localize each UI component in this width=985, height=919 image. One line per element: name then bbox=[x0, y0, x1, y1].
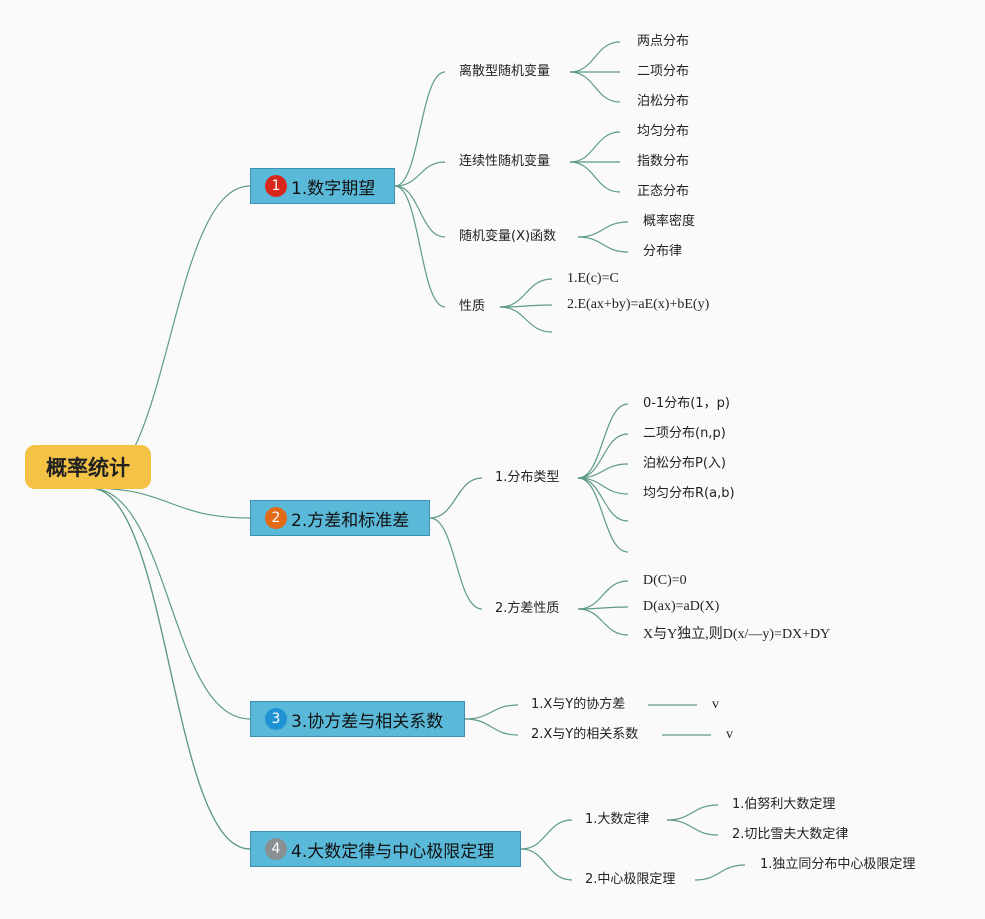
leaf-probability-density[interactable]: 概率密度 bbox=[643, 214, 696, 229]
badge-3-icon: 3 bbox=[265, 708, 287, 730]
leaf-variance-prop-3[interactable]: X与Y独立,则D(x/—y)=DX+DY bbox=[643, 627, 831, 642]
connector-edge bbox=[577, 236, 629, 253]
topic-expectation[interactable]: 1 1.数字期望 bbox=[250, 168, 395, 204]
node-expectation-properties[interactable]: 性质 bbox=[459, 299, 486, 314]
node-continuous-rv[interactable]: 连续性随机变量 bbox=[459, 154, 551, 169]
leaf-binomial-dist[interactable]: 二项分布 bbox=[637, 64, 690, 79]
connector-edge bbox=[577, 221, 629, 238]
leaf-iid-clt[interactable]: 1.独立同分布中心极限定理 bbox=[760, 857, 916, 872]
connector-edge bbox=[569, 71, 621, 103]
leaf-uniform-dist[interactable]: 均匀分布 bbox=[637, 124, 690, 139]
leaf-variance-prop-2[interactable]: D(ax)=aD(X) bbox=[643, 599, 720, 614]
connector-edge bbox=[520, 848, 573, 881]
topic-limit-theorems-label: 4.大数定律与中心极限定理 bbox=[291, 841, 495, 862]
connector-edge bbox=[577, 477, 629, 553]
leaf-expectation-prop-1[interactable]: 1.E(c)=C bbox=[567, 271, 619, 286]
connector-edge bbox=[499, 278, 553, 308]
connector-edge bbox=[394, 185, 446, 238]
leaf-covariance-v[interactable]: v bbox=[712, 697, 719, 712]
connector-edge bbox=[569, 161, 621, 193]
connector-edge bbox=[666, 819, 719, 836]
leaf-normal-dist[interactable]: 正态分布 bbox=[637, 184, 690, 199]
connector-edge bbox=[394, 161, 446, 187]
leaf-variance-prop-1[interactable]: D(C)=0 bbox=[643, 573, 687, 588]
connector-edge bbox=[577, 608, 629, 636]
node-covariance[interactable]: 1.X与Y的协方差 bbox=[531, 697, 626, 712]
connector-edge bbox=[394, 71, 446, 187]
leaf-two-point-dist[interactable]: 两点分布 bbox=[637, 34, 690, 49]
leaf-uniform-ab[interactable]: 均匀分布R(a,b) bbox=[643, 486, 735, 501]
topic-expectation-label: 1.数字期望 bbox=[291, 178, 376, 199]
topic-covariance[interactable]: 3 3.协方差与相关系数 bbox=[250, 701, 465, 737]
root-node[interactable]: 概率统计 bbox=[25, 445, 151, 489]
connector-edge bbox=[569, 131, 621, 163]
topic-variance-label: 2.方差和标准差 bbox=[291, 510, 410, 531]
badge-4-icon: 4 bbox=[265, 838, 287, 860]
topic-covariance-label: 3.协方差与相关系数 bbox=[291, 711, 444, 732]
leaf-poisson-lambda[interactable]: 泊松分布P(入) bbox=[643, 456, 726, 471]
connector-edge bbox=[577, 433, 629, 479]
leaf-correlation-v[interactable]: v bbox=[726, 727, 733, 742]
connector-edge bbox=[666, 804, 719, 821]
leaf-binomial-np[interactable]: 二项分布(n,p) bbox=[643, 426, 726, 441]
connector-edge bbox=[694, 864, 746, 881]
connector-edge bbox=[429, 477, 483, 519]
connector-edge bbox=[464, 718, 519, 736]
connector-edge bbox=[569, 41, 621, 73]
leaf-bernoulli-lln[interactable]: 1.伯努利大数定理 bbox=[732, 797, 836, 812]
connector-edge bbox=[577, 463, 629, 479]
badge-1-icon: 1 bbox=[265, 175, 287, 197]
connector-edge bbox=[499, 306, 553, 333]
connector-edge bbox=[464, 704, 519, 720]
node-correlation[interactable]: 2.X与Y的相关系数 bbox=[531, 727, 639, 742]
node-discrete-rv[interactable]: 离散型随机变量 bbox=[459, 64, 551, 79]
node-law-of-large-numbers[interactable]: 1.大数定律 bbox=[585, 812, 650, 827]
connector-edge bbox=[394, 185, 446, 308]
leaf-chebyshev-lln[interactable]: 2.切比雪夫大数定律 bbox=[732, 827, 849, 842]
node-distribution-types[interactable]: 1.分布类型 bbox=[495, 470, 560, 485]
connector-edge bbox=[89, 487, 251, 519]
connector-edge bbox=[577, 580, 629, 610]
badge-2-icon: 2 bbox=[265, 507, 287, 529]
connector-edge bbox=[520, 819, 573, 850]
connector-edge bbox=[89, 487, 251, 720]
leaf-poisson-dist[interactable]: 泊松分布 bbox=[637, 94, 690, 109]
node-variance-properties[interactable]: 2.方差性质 bbox=[495, 601, 560, 616]
leaf-exponential-dist[interactable]: 指数分布 bbox=[637, 154, 690, 169]
connector-edge bbox=[429, 517, 483, 610]
node-central-limit-theorem[interactable]: 2.中心极限定理 bbox=[585, 872, 676, 887]
connector-edge bbox=[577, 403, 629, 479]
leaf-expectation-prop-2[interactable]: 2.E(ax+by)=aE(x)+bE(y) bbox=[567, 297, 710, 312]
connector-edge bbox=[577, 477, 629, 522]
leaf-bernoulli-dist[interactable]: 0-1分布(1，p) bbox=[643, 396, 730, 411]
topic-variance[interactable]: 2 2.方差和标准差 bbox=[250, 500, 430, 536]
node-rv-function[interactable]: 随机变量(X)函数 bbox=[459, 229, 557, 244]
leaf-distribution-law[interactable]: 分布律 bbox=[643, 244, 683, 259]
connector-edge bbox=[89, 487, 251, 850]
connector-edge bbox=[89, 185, 251, 489]
topic-limit-theorems[interactable]: 4 4.大数定律与中心极限定理 bbox=[250, 831, 521, 867]
